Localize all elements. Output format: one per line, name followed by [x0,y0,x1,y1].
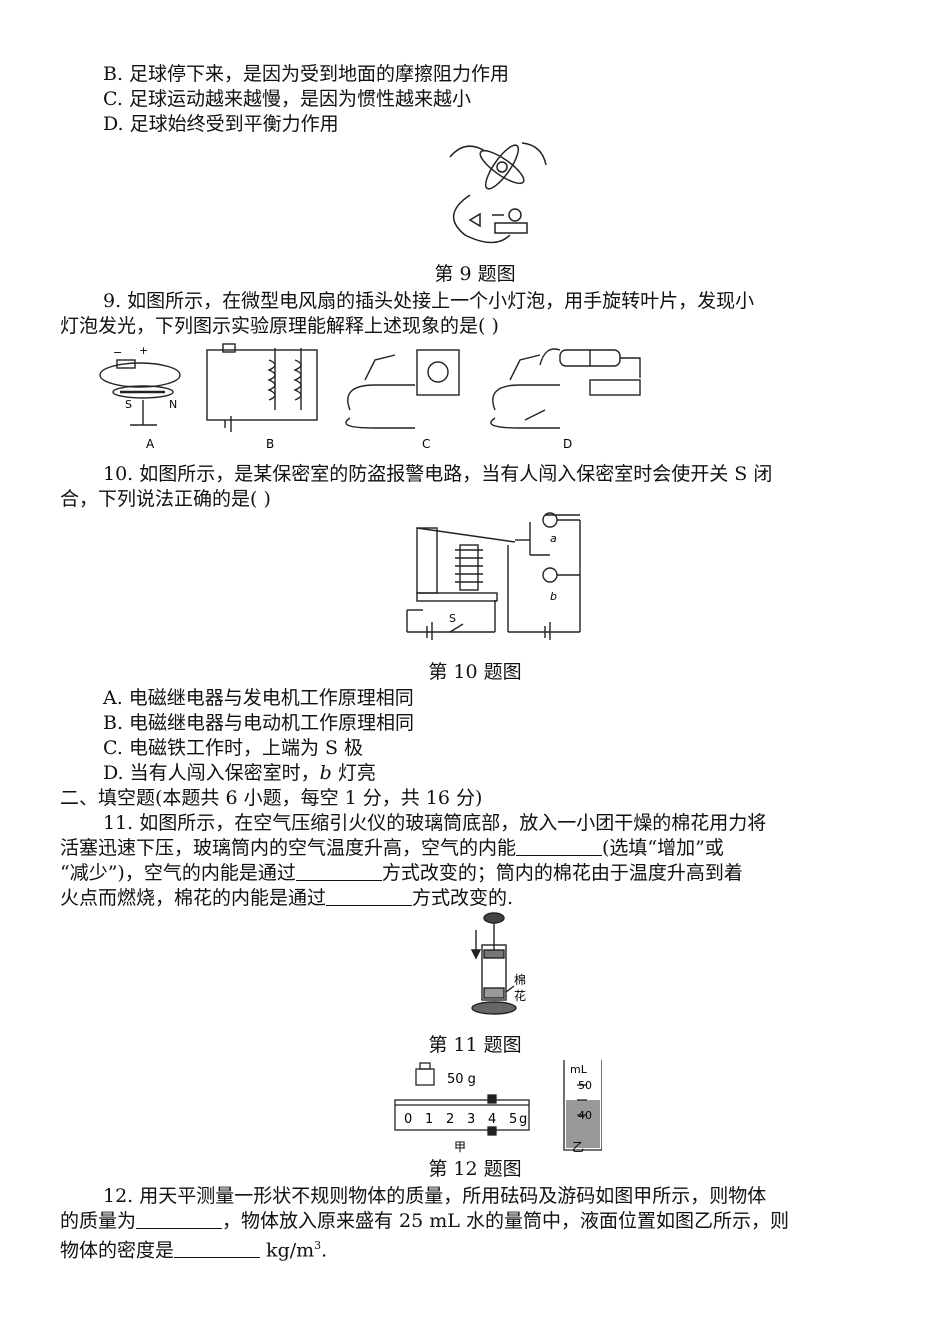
q10-option-c: C. 电磁铁工作时，上端为 S 极 [103,737,364,759]
answer-blank[interactable] [295,862,382,881]
plus-label: + [139,344,148,357]
q9-figure-caption: 第 9 题图 [434,263,516,285]
answer-blank[interactable] [326,887,413,906]
q8-option-c: C. 足球运动越来越慢，是因为惯性越来越小 [103,88,471,110]
balance-and-cylinder-figure: 50 g 0 1 2 3 4 5 g 甲 mL 50 40 乙 [394,1060,602,1154]
q8-option-b: B. 足球停下来，是因为受到地面的摩擦阻力作用 [103,63,510,85]
q10-line-1: 10. 如图所示，是某保密室的防盗报警电路，当有人闯入保密室时会使开关 S 闭 [103,463,773,485]
fig-label-c: C [422,437,430,451]
switch-s-label: S [449,612,456,625]
q12-line-2: 的质量为，物体放入原来盛有 25 mL 水的量筒中，液面位置如图乙所示，则 [60,1210,789,1232]
cotton-label-1: 棉 [514,973,526,987]
label-jia: 甲 [454,1140,466,1154]
fan-bulb-figure [449,142,547,244]
scale-2: 2 [446,1112,454,1127]
weight-label: 50 g [447,1072,476,1087]
q12-line-3: 物体的密度是 kg/m3. [60,1239,328,1262]
air-igniter-figure: 棉 花 [470,912,526,1015]
q9-line-1: 9. 如图所示，在微型电风扇的插头处接上一个小灯泡，用手旋转叶片，发现小 [103,290,755,312]
fig-label-b: B [266,437,274,451]
section-2-title: 二、填空题(本题共 6 小题，每空 1 分，共 16 分) [60,787,483,809]
q11-line-4: 火点而燃烧，棉花的内能是通过方式改变的. [60,887,514,909]
q11-line-2: 活塞迅速下压，玻璃筒内的空气温度升高，空气的内能(选填“增加”或 [60,837,724,859]
scale-3: 3 [467,1112,475,1127]
scale-0: 0 [404,1112,412,1127]
fig-label-d: D [563,437,572,451]
label-ml: mL [570,1063,588,1076]
q11-line-3: “减少”)，空气的内能是通过方式改变的；筒内的棉花由于温度升高到着 [60,862,743,884]
answer-blank[interactable] [516,837,603,856]
q10-option-a: A. 电磁继电器与发电机工作原理相同 [103,687,414,709]
q12-line-1: 12. 用天平测量一形状不规则物体的质量，所用砝码及游码如图甲所示，则物体 [103,1185,767,1207]
scale-unit: g [519,1112,527,1127]
relay-circuit-figure: a b S [406,512,581,640]
scale-4: 4 [488,1112,496,1127]
q8-option-d: D. 足球始终受到平衡力作用 [103,113,339,135]
q10-figure-caption: 第 10 题图 [428,661,522,683]
mark-50: 50 [578,1079,592,1092]
q9-line-2: 灯泡发光，下列图示实验原理能解释上述现象的是( ) [60,315,499,337]
q12-figure-caption: 第 12 题图 [428,1158,522,1180]
cotton-label-2: 花 [514,988,526,1003]
mark-40: 40 [578,1109,592,1122]
q11-figure-caption: 第 11 题图 [428,1034,522,1056]
q10-option-d: D. 当有人闯入保密室时，b 灯亮 [103,762,376,784]
q10-option-b: B. 电磁继电器与电动机工作原理相同 [103,712,415,734]
fig-label-a: A [146,437,155,451]
answer-blank[interactable] [136,1210,223,1229]
answer-blank[interactable] [174,1239,261,1259]
q10-line-2: 合，下列说法正确的是( ) [60,488,271,510]
lamp-a-label: a [550,532,557,545]
minus-label: − [113,346,122,359]
q11-line-1: 11. 如图所示，在空气压缩引火仪的玻璃筒底部，放入一小团干燥的棉花用力将 [103,812,767,834]
label-yi: 乙 [572,1140,584,1154]
scale-5: 5 [509,1112,517,1127]
lamp-b-label: b [550,590,557,603]
scale-1: 1 [425,1112,433,1127]
pole-n-label: N [169,398,177,411]
pole-s-label: S [125,398,132,411]
q9-options-figures: S N − + A B C D [99,343,641,451]
